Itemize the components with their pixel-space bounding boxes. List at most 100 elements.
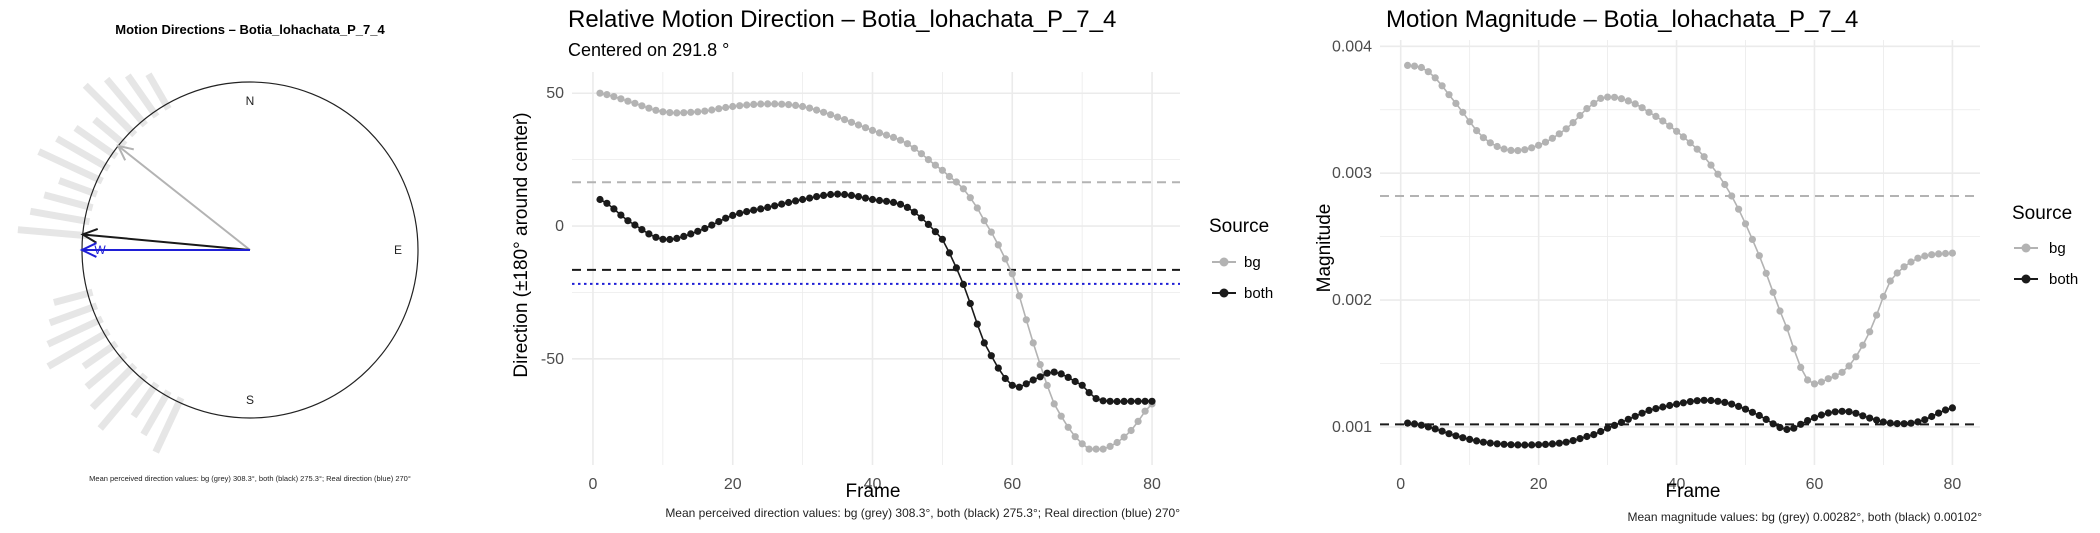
data-point-bg xyxy=(1638,104,1646,112)
data-point-both xyxy=(785,198,793,207)
data-point-bg xyxy=(631,99,639,107)
data-point-both xyxy=(938,235,947,243)
data-point-bg xyxy=(847,118,856,126)
cardinal-e: E xyxy=(394,243,402,257)
data-point-both xyxy=(1714,397,1722,405)
data-point-both xyxy=(1879,418,1887,426)
data-point-both xyxy=(1541,440,1550,448)
direction-legend-bg: bg xyxy=(1244,254,1261,271)
data-point-both xyxy=(966,299,974,308)
data-point-both xyxy=(1693,397,1701,405)
data-point-bg xyxy=(610,93,618,101)
data-point-bg xyxy=(1831,372,1839,380)
data-point-bg xyxy=(994,241,1002,249)
data-point-both xyxy=(1486,439,1494,447)
polar-rays xyxy=(17,72,185,454)
bg-direction-ray xyxy=(152,396,185,454)
data-point-bg xyxy=(680,109,688,117)
data-point-both xyxy=(1008,381,1016,389)
data-point-both xyxy=(652,233,660,241)
data-point-bg xyxy=(722,103,730,112)
data-point-bg xyxy=(771,100,779,108)
data-point-both xyxy=(673,234,681,242)
direction-x-ticks: 0 20 40 60 80 xyxy=(589,476,1162,493)
data-point-both xyxy=(1666,401,1674,410)
data-point-bg xyxy=(645,104,653,112)
data-point-bg xyxy=(1569,119,1577,127)
data-point-both xyxy=(778,200,786,208)
data-point-both xyxy=(910,208,919,216)
data-point-both xyxy=(1783,425,1791,434)
data-point-bg xyxy=(1099,445,1107,453)
data-point-bg xyxy=(1576,111,1584,120)
data-point-both xyxy=(743,208,751,216)
data-point-bg xyxy=(1666,122,1674,130)
data-point-both xyxy=(1001,374,1009,383)
data-point-both xyxy=(1092,395,1100,403)
data-point-both xyxy=(1134,397,1142,405)
data-point-bg xyxy=(1762,269,1770,277)
data-point-bg xyxy=(1769,288,1777,296)
bg-direction-ray xyxy=(73,124,119,160)
bg-direction-ray xyxy=(55,135,111,172)
data-point-bg xyxy=(1645,108,1653,116)
data-point-bg xyxy=(1424,68,1432,76)
data-point-bg xyxy=(1008,270,1016,278)
data-point-both xyxy=(1866,414,1874,422)
data-point-bg xyxy=(875,129,884,137)
data-point-bg xyxy=(827,111,835,119)
data-point-bg xyxy=(861,124,870,132)
data-point-both xyxy=(820,191,828,199)
magnitude-reference-lines xyxy=(1380,195,1980,426)
data-point-bg xyxy=(1700,153,1708,161)
bg-direction-ray xyxy=(37,148,104,185)
direction-panel: Relative Motion Direction – Botia_lohach… xyxy=(511,6,1273,520)
direction-x-tick: 60 xyxy=(1003,476,1021,493)
data-point-bg xyxy=(1838,368,1846,376)
data-point-both xyxy=(1071,377,1079,386)
data-point-bg xyxy=(1755,252,1763,260)
data-point-both xyxy=(945,249,954,257)
data-point-bg xyxy=(987,228,995,236)
data-point-both xyxy=(1120,397,1128,405)
data-point-both xyxy=(917,214,926,222)
series-line-both xyxy=(599,193,1152,403)
magnitude-caption: Mean magnitude values: bg (grey) 0.00282… xyxy=(1628,510,1983,524)
direction-caption: Mean perceived direction values: bg (gre… xyxy=(665,506,1180,520)
data-point-bg xyxy=(1466,118,1474,126)
data-point-bg xyxy=(1859,341,1867,349)
both-arrow-shaft xyxy=(82,233,251,251)
bg-direction-ray xyxy=(84,352,128,390)
data-point-bg xyxy=(1673,127,1681,135)
data-point-bg xyxy=(1022,316,1030,324)
data-point-bg xyxy=(1548,134,1556,142)
data-point-both xyxy=(1679,399,1687,407)
direction-y-tick: -50 xyxy=(541,351,564,368)
data-point-bg xyxy=(1507,146,1515,154)
direction-y-label: Direction (±180° around center) xyxy=(511,112,532,377)
data-point-bg xyxy=(938,166,947,174)
data-point-both xyxy=(1085,389,1093,397)
data-point-both xyxy=(603,199,611,207)
data-point-bg xyxy=(1659,117,1667,125)
bg-direction-ray xyxy=(58,177,99,198)
bg-arrow-shaft xyxy=(117,145,251,251)
data-point-bg xyxy=(1610,93,1619,101)
data-point-bg xyxy=(1493,142,1501,151)
data-point-both xyxy=(771,202,779,210)
data-point-both xyxy=(813,193,821,201)
data-point-bg xyxy=(1050,400,1058,408)
data-point-bg xyxy=(1721,180,1729,189)
data-point-both xyxy=(827,190,835,199)
data-point-bg xyxy=(1431,74,1439,82)
direction-x-label: Frame xyxy=(846,481,901,502)
data-point-both xyxy=(861,194,870,202)
data-point-both xyxy=(1769,420,1777,428)
data-point-bg xyxy=(1486,139,1494,147)
data-point-bg xyxy=(1948,249,1956,257)
data-point-both xyxy=(1755,411,1763,420)
data-point-both xyxy=(1493,440,1501,448)
data-point-both xyxy=(1015,383,1023,391)
data-point-both xyxy=(1452,432,1460,440)
